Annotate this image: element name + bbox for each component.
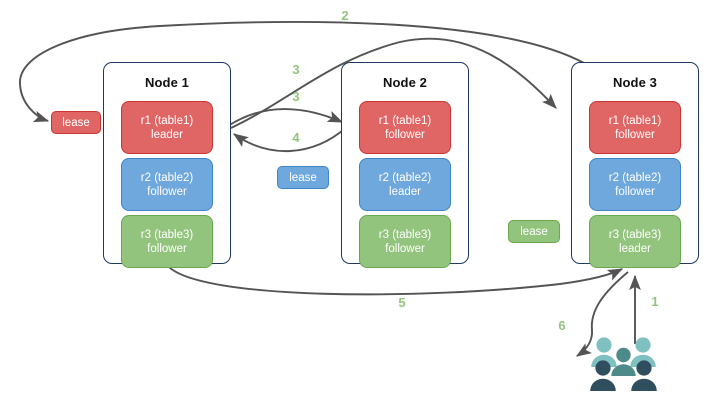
arrow-step-5 (167, 265, 624, 296)
range-r1[interactable]: r1 (table1) follower (359, 101, 451, 154)
range-role: leader (619, 242, 651, 255)
range-name: r2 (table2) (140, 171, 194, 184)
range-name: r1 (table1) (608, 114, 662, 127)
range-role: follower (385, 242, 425, 255)
step-label-3b: 3 (292, 89, 300, 104)
range-name: r2 (table2) (608, 171, 662, 184)
step-label-1: 1 (651, 294, 659, 309)
clients-icon (590, 337, 657, 391)
range-r3[interactable]: r3 (table3) leader (589, 215, 681, 268)
lease-badge-blue[interactable]: lease (277, 166, 329, 189)
range-name: r2 (table2) (378, 171, 432, 184)
range-name: r3 (table3) (608, 228, 662, 241)
step-label-2: 2 (341, 8, 349, 23)
arrow-step-3-to-node2 (227, 108, 344, 127)
node-title: Node 3 (613, 75, 657, 90)
range-role: follower (385, 128, 425, 141)
step-label-6: 6 (558, 318, 566, 333)
step-label-3a: 3 (292, 62, 300, 77)
node-card-1[interactable]: Node 1 r1 (table1) leader r2 (table2) fo… (103, 62, 231, 268)
range-r2[interactable]: r2 (table2) follower (121, 158, 213, 211)
range-role: leader (151, 128, 183, 141)
range-name: r3 (table3) (378, 228, 432, 241)
step-label-4: 4 (292, 130, 300, 145)
range-r1[interactable]: r1 (table1) follower (589, 101, 681, 154)
range-r3[interactable]: r3 (table3) follower (359, 215, 451, 268)
node-card-3[interactable]: Node 3 r1 (table1) follower r2 (table2) … (571, 62, 699, 268)
node-card-2[interactable]: Node 2 r1 (table1) follower r2 (table2) … (341, 62, 469, 268)
range-name: r1 (table1) (140, 114, 194, 127)
range-name: r1 (table1) (378, 114, 432, 127)
range-role: leader (389, 185, 421, 198)
node-title: Node 1 (145, 75, 189, 90)
range-r2[interactable]: r2 (table2) follower (589, 158, 681, 211)
clients-front-row (590, 360, 657, 391)
node-title: Node 2 (383, 75, 427, 90)
range-role: follower (147, 185, 187, 198)
range-role: follower (615, 185, 655, 198)
lease-badge-red[interactable]: lease (51, 111, 101, 134)
range-r3[interactable]: r3 (table3) follower (121, 215, 213, 268)
range-role: follower (147, 242, 187, 255)
lease-badge-green[interactable]: lease (508, 220, 560, 243)
range-r2[interactable]: r2 (table2) leader (359, 158, 451, 211)
range-r1[interactable]: r1 (table1) leader (121, 101, 213, 154)
step-label-5: 5 (398, 295, 406, 310)
range-name: r3 (table3) (140, 228, 194, 241)
range-role: follower (615, 128, 655, 141)
